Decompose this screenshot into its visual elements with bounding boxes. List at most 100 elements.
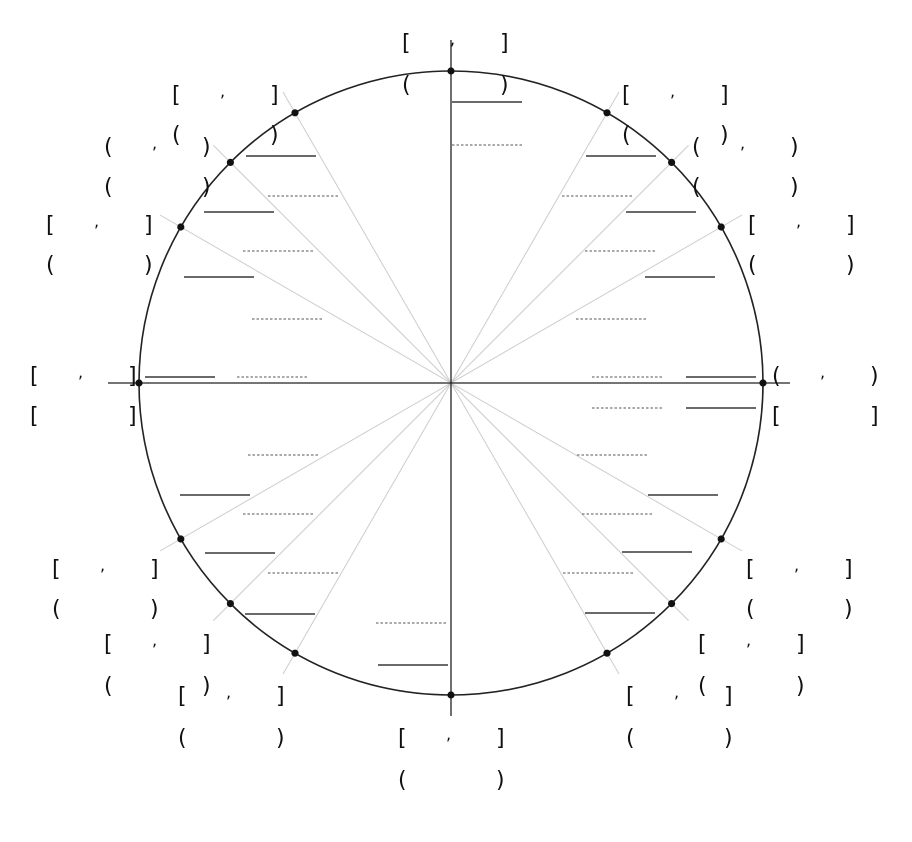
open-bracket: (	[398, 768, 407, 793]
close-bracket: )	[144, 253, 153, 278]
close-bracket: )	[276, 726, 285, 751]
radial-line-120	[282, 91, 452, 384]
open-bracket: (	[104, 674, 113, 699]
bracket-label: ()	[622, 123, 729, 148]
angle-point-210	[177, 535, 185, 543]
close-bracket: )	[202, 135, 211, 160]
open-bracket: [	[622, 83, 631, 108]
comma-separator: ,	[746, 631, 751, 650]
close-bracket: ]	[500, 31, 509, 56]
bracket-label: [,]	[698, 631, 805, 658]
open-bracket: (	[172, 123, 181, 148]
open-bracket: [	[46, 213, 55, 238]
open-bracket: [	[104, 632, 113, 657]
open-bracket: [	[178, 684, 187, 709]
radial-line-315	[450, 382, 689, 621]
comma-separator: ,	[100, 556, 105, 575]
close-bracket: )	[202, 674, 211, 699]
close-bracket: )	[870, 364, 879, 389]
bracket-label: ()	[46, 253, 153, 278]
bracket-label: []	[30, 404, 137, 429]
open-bracket: [	[52, 557, 61, 582]
close-bracket: )	[496, 768, 505, 793]
bracket-label: (,)	[772, 363, 879, 390]
comma-separator: ,	[674, 683, 679, 702]
bracket-label: ()	[172, 123, 279, 148]
bracket-label: ()	[626, 726, 733, 751]
angle-point-0	[759, 379, 767, 387]
comma-separator: ,	[446, 725, 451, 744]
close-bracket: ]	[128, 404, 137, 429]
angle-point-240	[291, 649, 299, 657]
bracket-label: ()	[402, 73, 509, 98]
bracket-label: [,]	[172, 82, 279, 109]
close-bracket: )	[790, 175, 799, 200]
radial-lines	[159, 91, 743, 675]
axes	[108, 40, 790, 716]
answer-blanks	[145, 101, 756, 666]
close-bracket: ]	[846, 213, 855, 238]
open-bracket: (	[178, 726, 187, 751]
comma-separator: ,	[450, 30, 455, 49]
radial-line-45	[450, 145, 689, 384]
bracket-label: [,]	[46, 212, 153, 239]
open-bracket: (	[46, 253, 55, 278]
bracket-label: ()	[692, 175, 799, 200]
comma-separator: ,	[794, 556, 799, 575]
close-bracket: )	[150, 597, 159, 622]
bracket-label: ()	[104, 175, 211, 200]
comma-separator: ,	[226, 683, 231, 702]
open-bracket: [	[172, 83, 181, 108]
close-bracket: )	[796, 674, 805, 699]
open-bracket: (	[402, 73, 411, 98]
close-bracket: ]	[128, 364, 137, 389]
close-bracket: ]	[870, 404, 879, 429]
open-bracket: [	[748, 213, 757, 238]
bracket-label: ()	[104, 674, 211, 699]
bracket-label: [,]	[398, 725, 505, 752]
radial-line-60	[450, 91, 620, 384]
close-bracket: ]	[796, 632, 805, 657]
bracket-label: [,]	[626, 683, 733, 710]
open-bracket: [	[746, 557, 755, 582]
bracket-label: (,)	[692, 134, 799, 161]
radial-line-300	[450, 382, 620, 675]
angle-point-315	[668, 600, 676, 608]
close-bracket: )	[720, 123, 729, 148]
close-bracket: ]	[724, 684, 733, 709]
comma-separator: ,	[670, 82, 675, 101]
close-bracket: )	[724, 726, 733, 751]
bracket-label: [,]	[748, 212, 855, 239]
angle-point-60	[603, 109, 611, 117]
bracket-label: ()	[746, 597, 853, 622]
bracket-label: ()	[698, 674, 805, 699]
open-bracket: [	[402, 31, 411, 56]
close-bracket: )	[790, 135, 799, 160]
open-bracket: [	[772, 404, 781, 429]
angle-point-150	[177, 223, 185, 231]
bracket-label: []	[772, 404, 879, 429]
open-bracket: (	[626, 726, 635, 751]
close-bracket: ]	[496, 726, 505, 751]
comma-separator: ,	[152, 631, 157, 650]
radial-line-225	[213, 382, 452, 621]
bracket-label: ()	[178, 726, 285, 751]
bracket-label: ()	[398, 768, 505, 793]
comma-separator: ,	[152, 134, 157, 153]
open-bracket: (	[622, 123, 631, 148]
angle-point-225	[226, 600, 234, 608]
radial-line-30	[450, 214, 743, 384]
comma-separator: ,	[220, 82, 225, 101]
close-bracket: ]	[720, 83, 729, 108]
bracket-label: ()	[52, 597, 159, 622]
angle-point-90	[447, 67, 455, 75]
comma-separator: ,	[740, 134, 745, 153]
bracket-label: [,]	[104, 631, 211, 658]
open-bracket: (	[692, 175, 701, 200]
open-bracket: (	[772, 364, 781, 389]
bracket-label: (,)	[104, 134, 211, 161]
comma-separator: ,	[796, 212, 801, 231]
angle-point-180	[135, 379, 143, 387]
close-bracket: ]	[844, 557, 853, 582]
open-bracket: (	[748, 253, 757, 278]
